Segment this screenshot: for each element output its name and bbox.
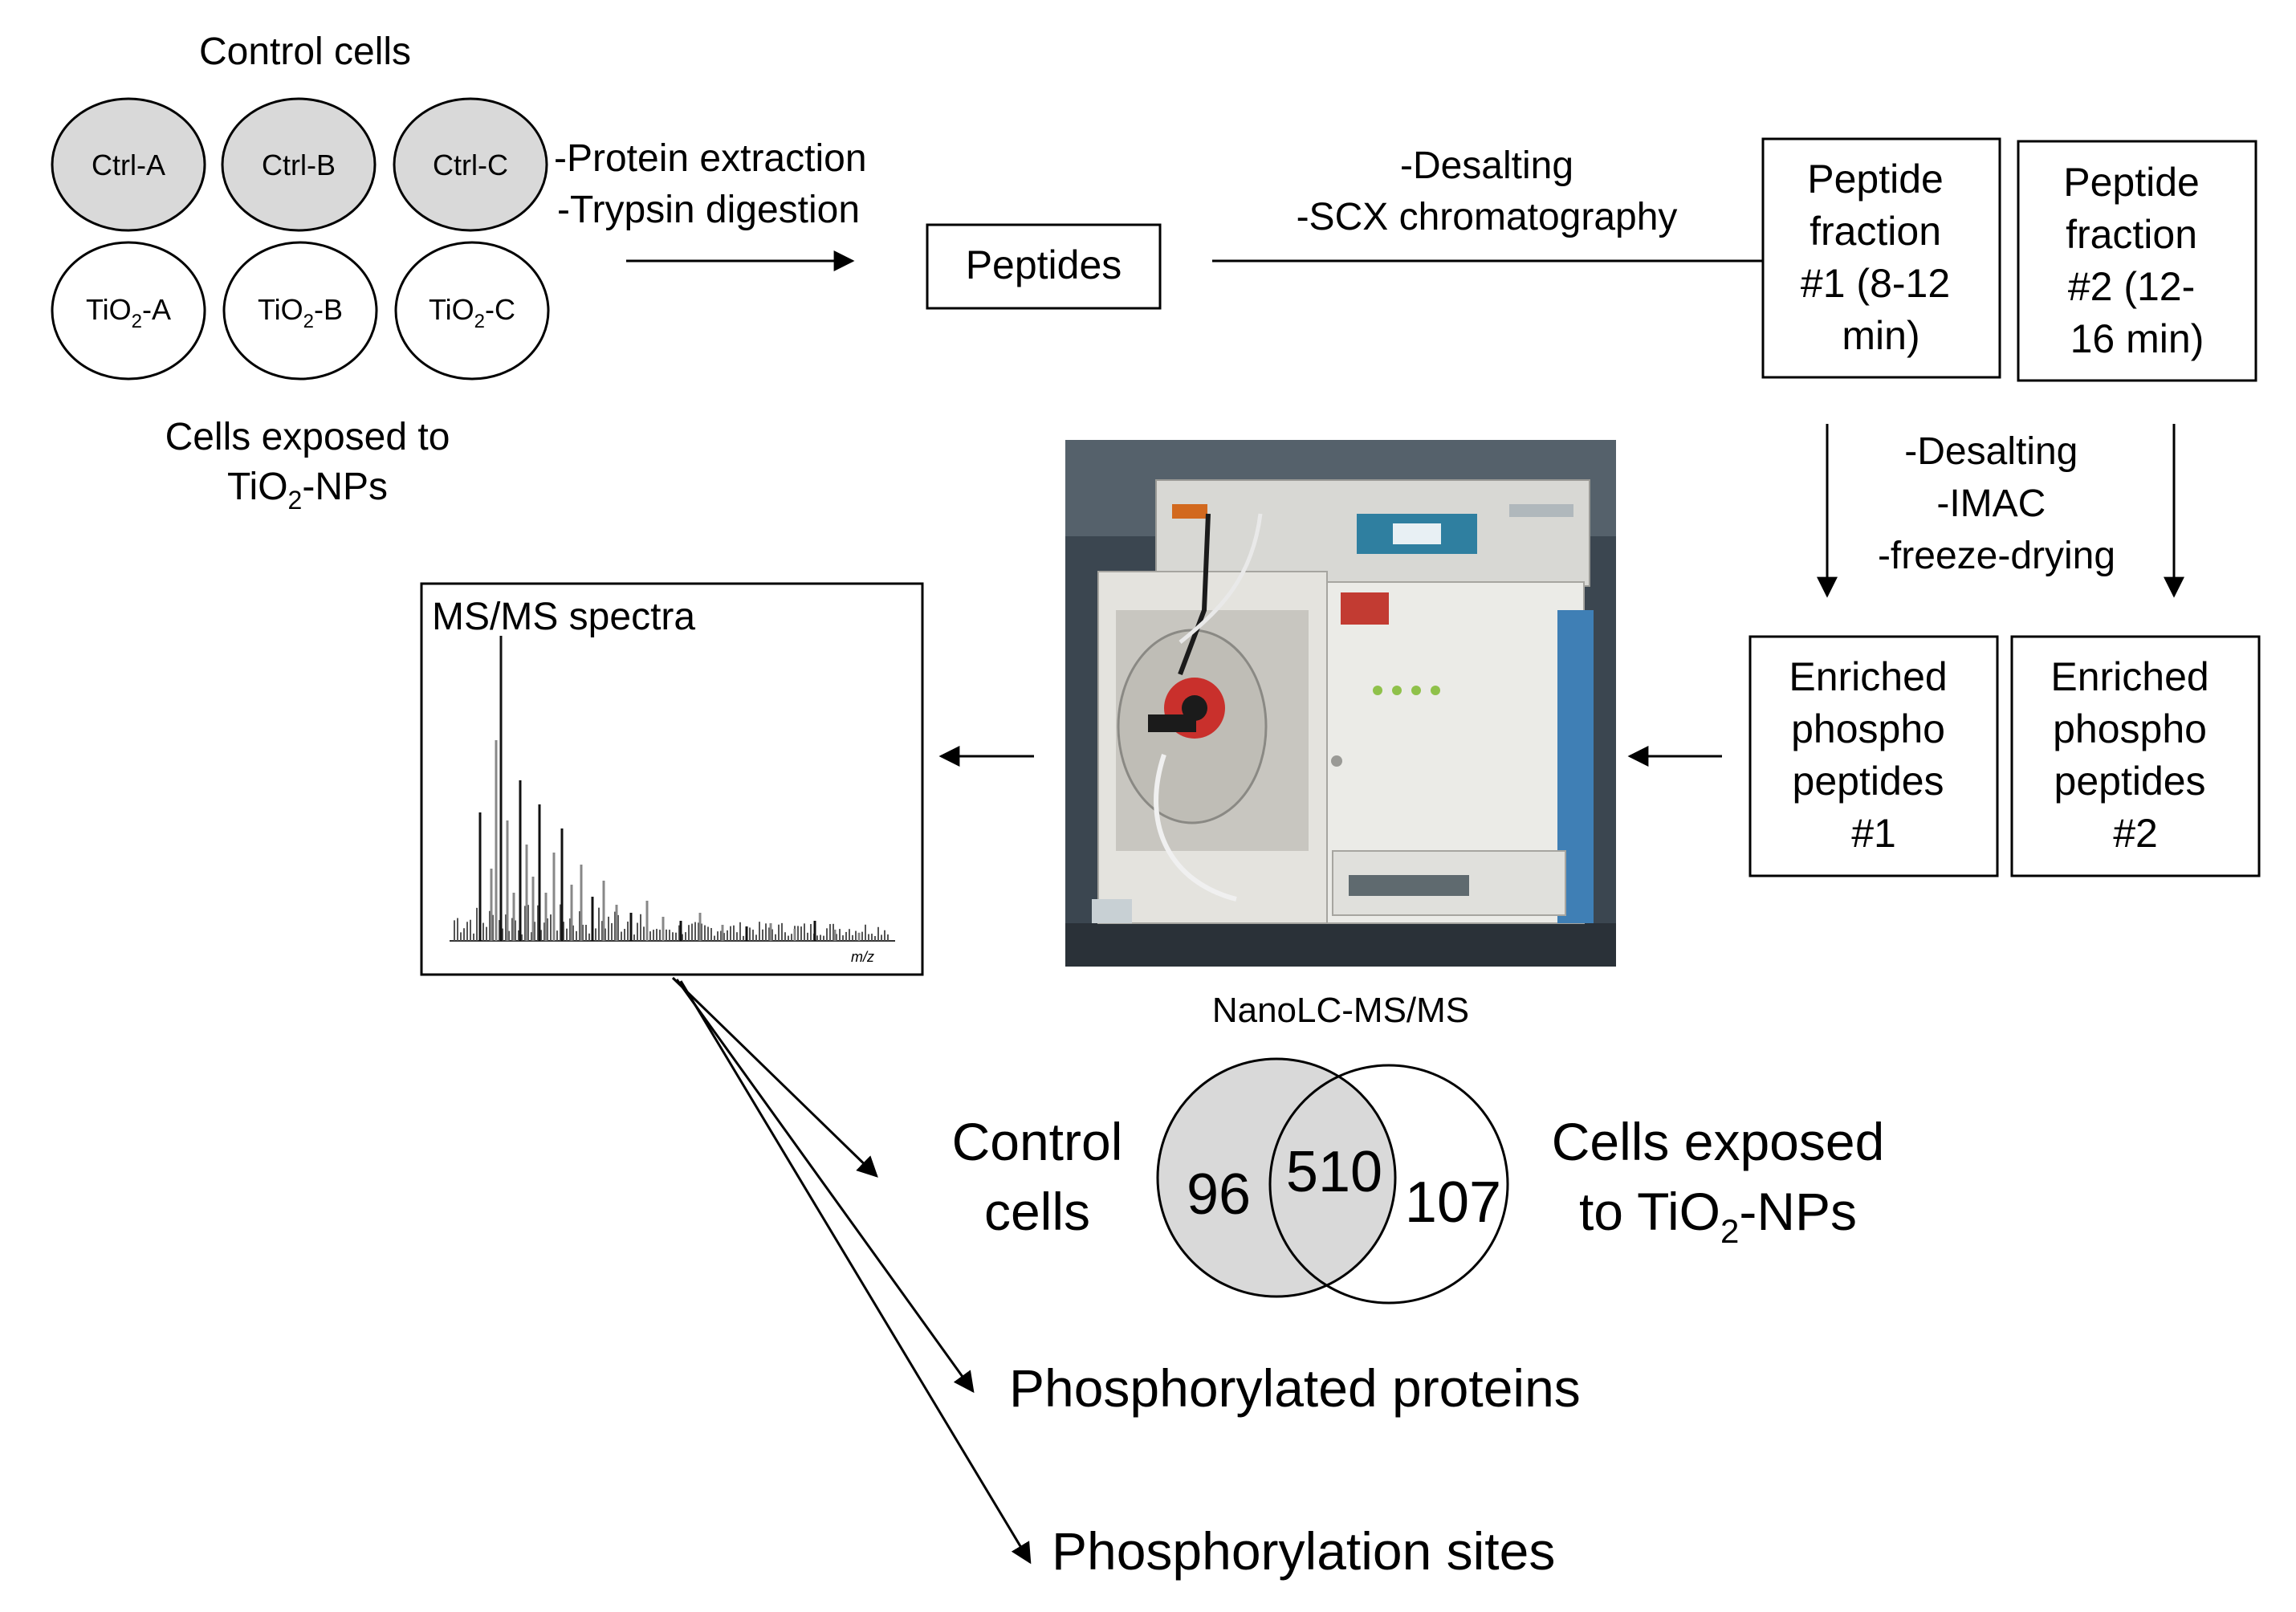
instrument-caption: NanoLC-MS/MS bbox=[1212, 991, 1469, 1030]
venn-exposed-label-line1: Cells exposed bbox=[1552, 1112, 1885, 1171]
venn-exposed-label-line2: to TiO2-NPs bbox=[1579, 1182, 1857, 1250]
fraction-2-label: Peptide fraction #2 (12- 16 min) bbox=[2063, 160, 2211, 361]
sample-label-tio2-b: TiO2-B bbox=[258, 293, 343, 332]
spectrum-mz-label: m/z bbox=[851, 949, 874, 965]
peptides-label: Peptides bbox=[966, 242, 1122, 287]
sample-label-ctrl-a: Ctrl-A bbox=[92, 149, 165, 181]
venn-control-only-count: 96 bbox=[1187, 1162, 1251, 1227]
sample-tio2-a bbox=[51, 241, 206, 381]
arrow-spectra-to-proteins bbox=[675, 979, 975, 1394]
tio2-sample-group: TiO2-A TiO2-B TiO2-C bbox=[51, 241, 550, 381]
venn-diagram: 96 510 107 bbox=[1156, 1057, 1509, 1305]
fraction-1-label: Peptide fraction #1 (8-12 min) bbox=[1801, 157, 1961, 358]
scx-step-line2: -SCX chromatography bbox=[1297, 196, 1678, 238]
ms-spectra-box bbox=[420, 582, 924, 976]
arrow-spectra-to-sites bbox=[679, 980, 1032, 1565]
output-phosphorylation-sites: Phosphorylation sites bbox=[1052, 1521, 1555, 1581]
sample-tio2-b bbox=[222, 241, 378, 381]
enriched-1-label: Enriched phospho peptides #1 bbox=[1789, 654, 1958, 856]
sample-ctrl-a bbox=[51, 97, 206, 232]
imac-steps: -Desalting -IMAC -freeze-drying bbox=[1878, 430, 2115, 577]
fraction-2-box bbox=[2017, 140, 2257, 382]
venn-exposed-circle bbox=[1268, 1064, 1509, 1305]
ms-spectra-title: MS/MS spectra bbox=[432, 596, 695, 638]
sample-label-tio2-a: TiO2-A bbox=[86, 293, 171, 332]
enriched-2-label: Enriched phospho peptides #2 bbox=[2050, 654, 2220, 856]
venn-control-label-line2: cells bbox=[984, 1182, 1090, 1241]
control-cells-header: Control cells bbox=[199, 31, 411, 73]
output-phosphorylated-proteins: Phosphorylated proteins bbox=[1009, 1358, 1581, 1418]
venn-exposed-only-count: 107 bbox=[1405, 1170, 1501, 1235]
sample-label-tio2-c: TiO2-C bbox=[429, 293, 515, 332]
fraction-1-box bbox=[1761, 137, 2001, 379]
venn-overlap-count: 510 bbox=[1286, 1140, 1382, 1204]
extraction-step-line1: -Protein extraction bbox=[554, 137, 867, 180]
enriched-1-box bbox=[1748, 635, 1999, 877]
exposed-cells-caption-line1: Cells exposed to bbox=[165, 416, 450, 458]
arrow-spectra-to-venn bbox=[671, 976, 878, 1178]
venn-control-circle bbox=[1156, 1057, 1397, 1298]
extraction-step-line2: -Trypsin digestion bbox=[557, 189, 860, 231]
sample-ctrl-c bbox=[393, 97, 548, 232]
nanolc-ms-instrument-photo bbox=[1065, 440, 1616, 967]
sample-ctrl-b bbox=[221, 97, 377, 232]
control-sample-group: Ctrl-A Ctrl-B Ctrl-C bbox=[51, 97, 548, 232]
sample-tio2-c bbox=[394, 241, 550, 381]
peptides-box bbox=[926, 223, 1162, 310]
ms-spectrum-plot bbox=[450, 636, 895, 942]
sample-label-ctrl-b: Ctrl-B bbox=[262, 149, 336, 181]
sample-label-ctrl-c: Ctrl-C bbox=[433, 149, 508, 181]
venn-control-label-line1: Control bbox=[952, 1112, 1123, 1171]
instrument-status-leds bbox=[1373, 686, 1440, 695]
scx-step-line1: -Desalting bbox=[1400, 145, 1573, 187]
enriched-2-box bbox=[2010, 635, 2261, 877]
exposed-cells-caption-line2: TiO2-NPs bbox=[227, 466, 388, 515]
